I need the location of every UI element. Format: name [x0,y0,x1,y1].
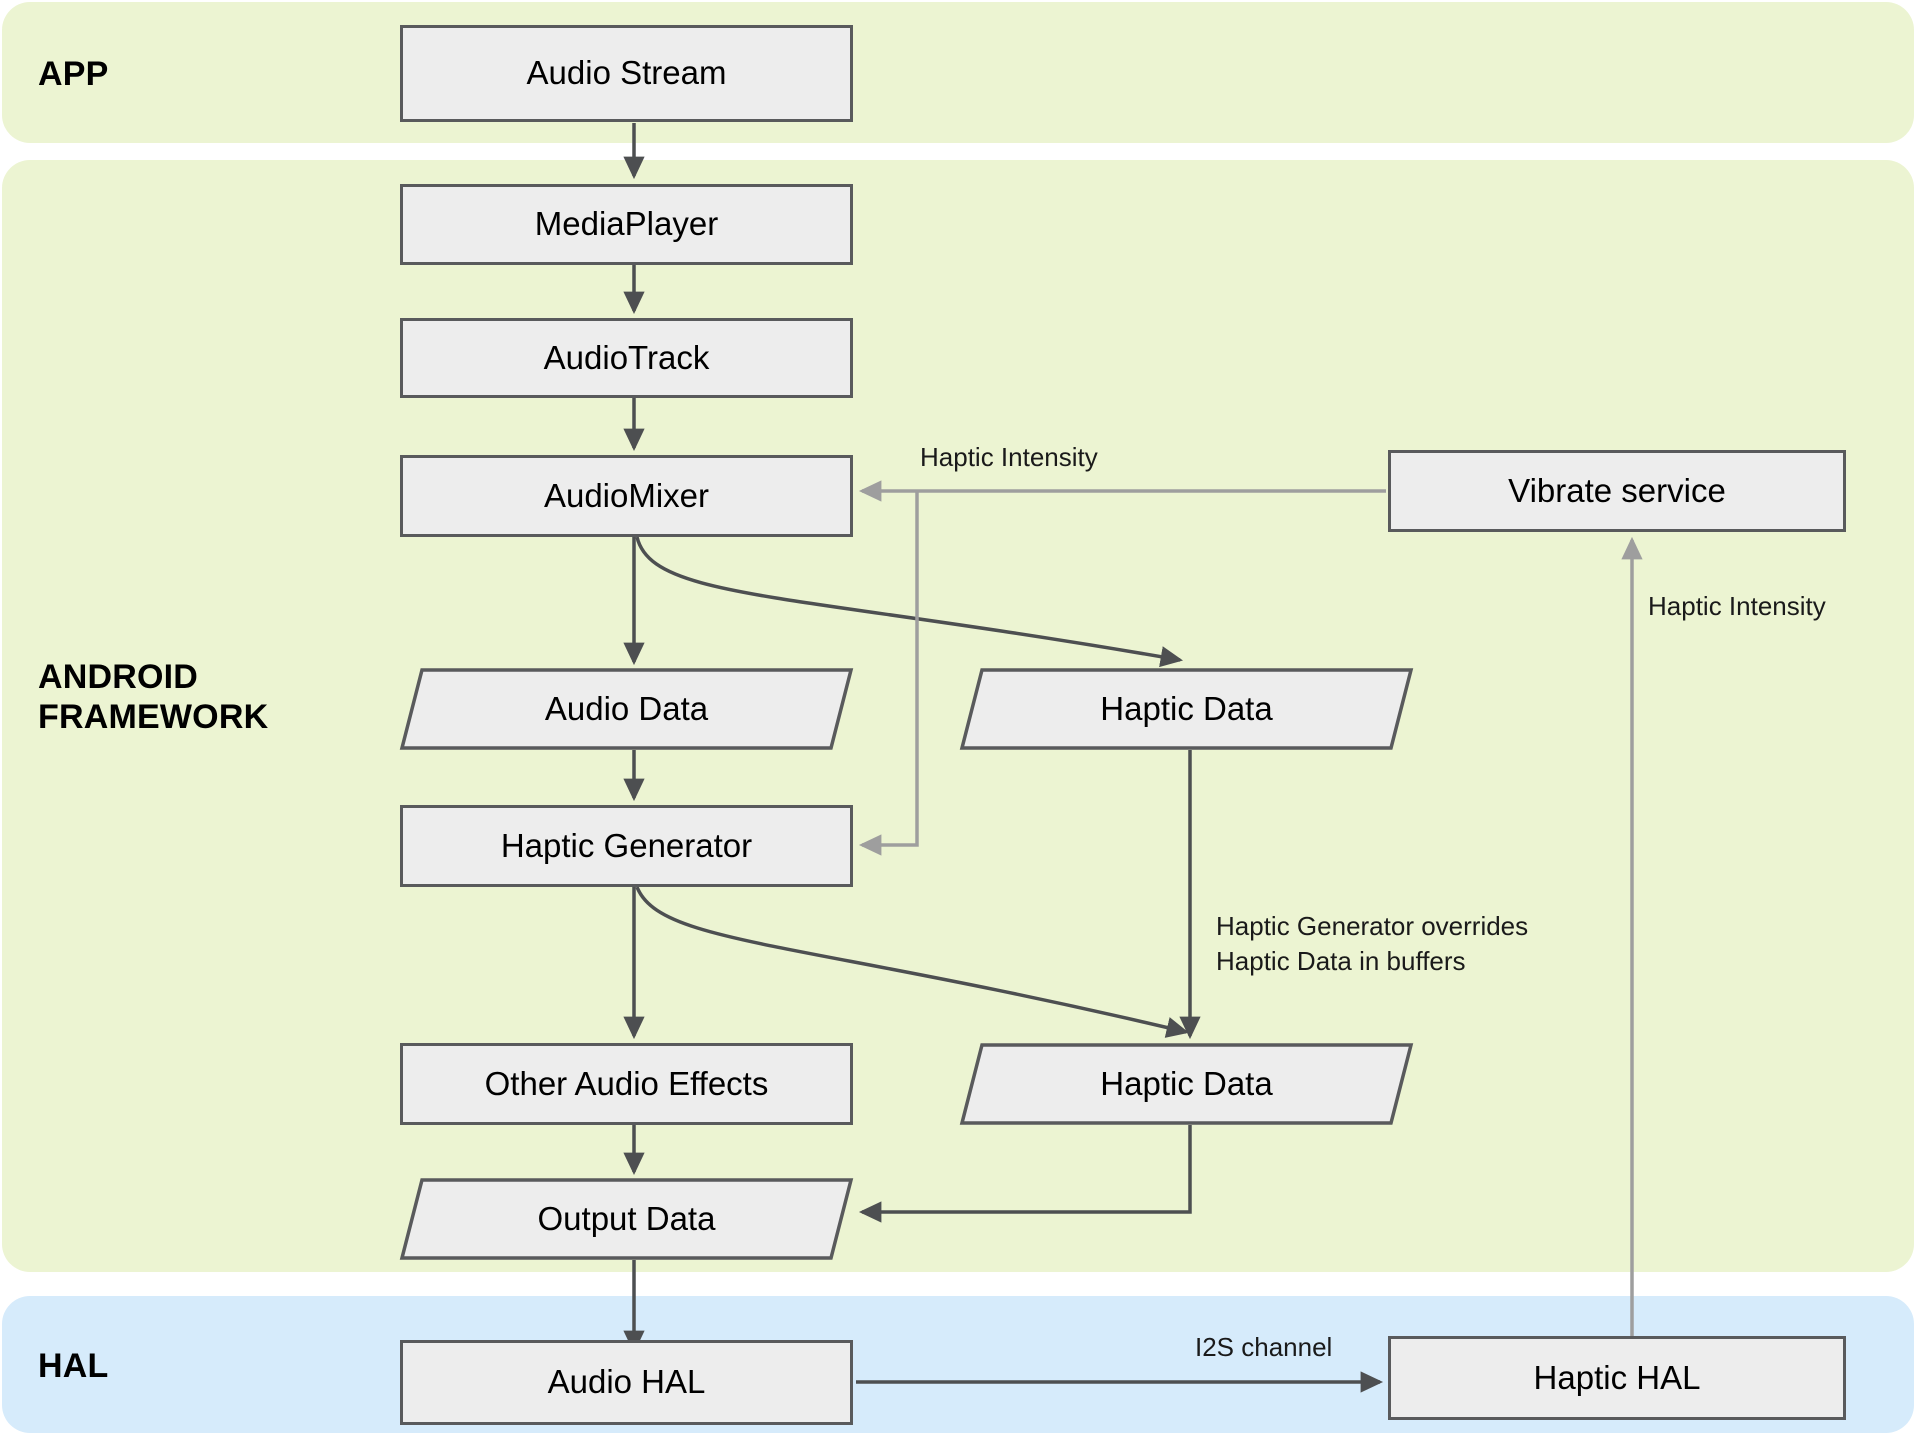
node-haptic-data-1[interactable]: Haptic Data [959,668,1414,750]
node-label-haptic-generator: Haptic Generator [500,826,753,864]
node-label-mediaplayer: MediaPlayer [534,205,719,243]
edge-label-i2s-channel: I2S channel [1195,1332,1333,1362]
edge-label-haptic-intensity-hal: Haptic Intensity [1648,591,1826,621]
node-haptic-generator[interactable]: Haptic Generator [400,805,853,887]
node-audio-data[interactable]: Audio Data [399,668,854,750]
node-audio-hal[interactable]: Audio HAL [400,1340,853,1425]
node-audiomixer[interactable]: AudioMixer [400,455,853,537]
node-other-audio-effects[interactable]: Other Audio Effects [400,1043,853,1125]
node-label-output-data: Output Data [537,1199,716,1237]
node-label-vibrate-service: Vibrate service [1508,471,1726,509]
band-android-framework [2,160,1914,1272]
node-label-audio-data: Audio Data [544,689,709,727]
band-label-app: APP [38,55,109,93]
edge-label-override-note: Haptic Generator overrides Haptic Data i… [1216,911,1529,977]
node-label-haptic-data-1: Haptic Data [1100,689,1273,727]
node-output-data[interactable]: Output Data [399,1178,854,1260]
node-label-audiomixer: AudioMixer [543,476,710,514]
node-vibrate-service[interactable]: Vibrate service [1388,450,1846,532]
node-audio-stream[interactable]: Audio Stream [400,25,853,122]
node-haptic-hal[interactable]: Haptic HAL [1388,1336,1846,1420]
node-mediaplayer[interactable]: MediaPlayer [400,184,853,265]
node-label-audiotrack: AudioTrack [543,338,710,376]
band-app [2,2,1914,143]
node-haptic-data-2[interactable]: Haptic Data [959,1043,1414,1125]
node-label-audio-stream: Audio Stream [526,54,727,92]
node-label-audio-hal: Audio HAL [547,1363,706,1401]
node-label-haptic-hal: Haptic HAL [1533,1358,1701,1396]
node-label-other-audio-effects: Other Audio Effects [484,1064,769,1102]
node-audiotrack[interactable]: AudioTrack [400,318,853,398]
band-label-hal: HAL [38,1347,109,1385]
node-label-haptic-data-2: Haptic Data [1100,1064,1273,1102]
edge-label-haptic-intensity-mixer: Haptic Intensity [920,442,1098,472]
band-label-android-framework: ANDROID FRAMEWORK [38,658,269,737]
